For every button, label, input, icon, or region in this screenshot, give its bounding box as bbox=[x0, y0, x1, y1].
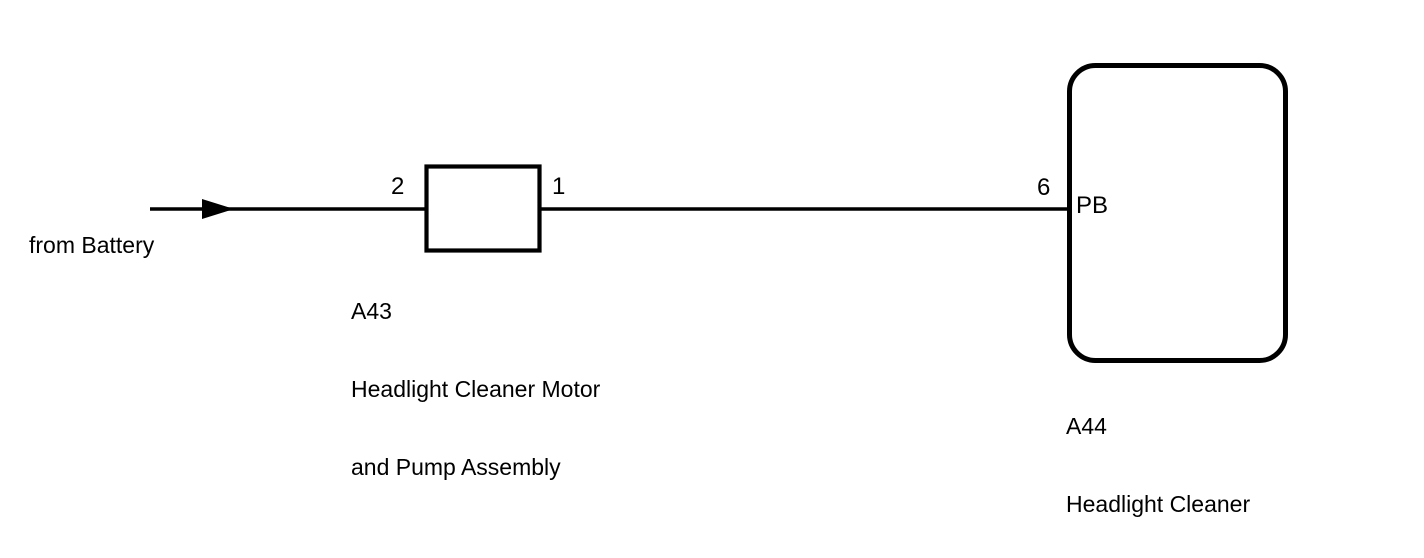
component-id-a43: A43 bbox=[351, 298, 392, 324]
flow-direction-arrow-icon bbox=[202, 199, 234, 219]
component-name-a44-line1: Headlight Cleaner bbox=[1066, 491, 1251, 517]
component-id-a44: A44 bbox=[1066, 413, 1107, 439]
component-box-a44-relay[interactable] bbox=[1067, 63, 1288, 363]
battery-source-label: from Battery bbox=[29, 232, 155, 258]
component-caption-a43: A43 Headlight Cleaner Motor and Pump Ass… bbox=[351, 254, 600, 534]
component-name-a43-line2: and Pump Assembly bbox=[351, 454, 561, 480]
component-box-a43-motor[interactable] bbox=[424, 164, 542, 253]
component-name-a43-line1: Headlight Cleaner Motor bbox=[351, 376, 601, 402]
pin-label-a44-pb: PB bbox=[1076, 192, 1109, 219]
pin-label-a44-6: 6 bbox=[1037, 174, 1051, 201]
pin-label-a43-1: 1 bbox=[552, 173, 566, 200]
component-caption-a44: A44 Headlight Cleaner Control Relay bbox=[1066, 369, 1250, 558]
pin-label-a43-2: 2 bbox=[391, 173, 405, 200]
